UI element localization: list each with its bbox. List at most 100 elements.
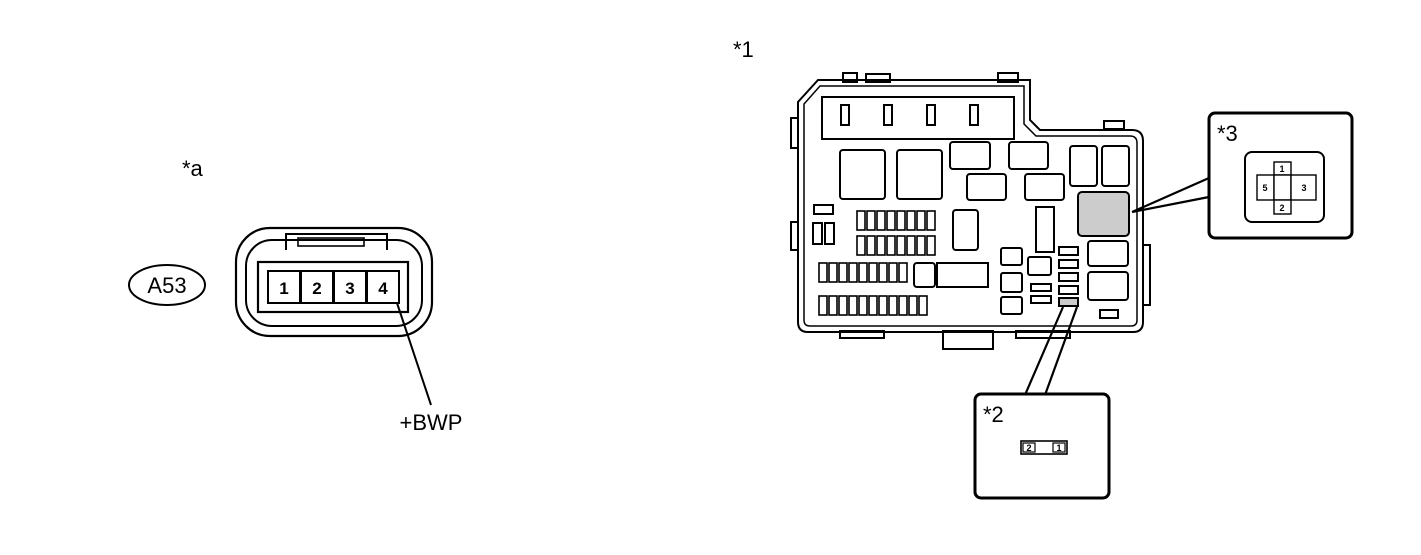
mini-fuse [888,262,898,283]
callout-3-pin-cell [1273,199,1292,215]
mini-fuse [926,210,936,231]
block-tab [842,72,858,83]
mini-fuse [876,235,886,256]
relay [966,173,1007,201]
mini-fuse [858,262,868,283]
relay [1087,240,1129,267]
block-housing-inner [803,85,1138,327]
fuse-slot [926,104,936,126]
relay-highlight-3 [1077,191,1130,237]
mini-fuse [916,235,926,256]
fuse-small [1058,246,1079,256]
block-tab [1103,120,1125,130]
mini-fuse [888,295,898,316]
mini-fuse [818,295,828,316]
relay [1024,173,1065,201]
mini-fuse [906,235,916,256]
pin-1-cell [267,270,301,304]
wire-label: +BWP [400,410,463,435]
callout-2: 2 1 *2 [973,306,1111,500]
connector-latch [285,233,388,250]
relay [1069,145,1098,187]
relay [913,262,936,288]
pin-3-label: 3 [345,279,354,298]
mini-fuse [838,262,848,283]
mini-fuse [828,295,838,316]
callout-3: 1 5 3 2 *3 [1131,111,1354,240]
mini-fuse [848,262,858,283]
pin-2-label: 2 [312,279,321,298]
relay [936,262,989,288]
block-tab [1142,244,1151,306]
mini-fuse [866,235,876,256]
mini-fuse [896,210,906,231]
mini-fuse [876,210,886,231]
callout-3-pin-3: 3 [1301,183,1306,193]
fuse-small [1030,295,1052,304]
block-tab [790,221,799,251]
mini-fuse [856,210,866,231]
fuse-small [1058,259,1079,269]
mini-fuse [878,295,888,316]
mini-fuse [838,295,848,316]
callout-2-pin-cell [1022,442,1036,453]
callout-2-pin-1: 1 [1056,443,1061,453]
callout-3-connector [1244,151,1325,223]
mini-fuse [916,210,926,231]
block-tab [865,73,891,83]
fuse-small [1027,256,1052,276]
callout-3-leader [1131,176,1210,214]
fuse-slot [840,104,850,126]
connector-code-label: A53 [147,273,186,298]
mini-fuse [886,210,896,231]
mini-fuse [896,235,906,256]
mini-fuse [906,210,916,231]
block-housing [797,79,1144,333]
pin-1-label: 1 [279,279,288,298]
fuse-small [1030,283,1052,292]
fuse-small [813,204,834,215]
connector-inner-shell [245,239,423,327]
callout-3-pin-2: 2 [1279,203,1284,213]
relay [952,209,979,251]
callout-3-pin-5: 5 [1262,183,1267,193]
callout-2-pin-cell [1052,442,1066,453]
block-tab [942,330,994,350]
fuse-strip [821,96,1015,140]
relay [896,149,943,200]
fuse-small [1000,247,1023,266]
relay-block-ref: *1 [733,37,754,62]
fuse-small [1058,272,1079,282]
mini-fuse [908,295,918,316]
mini-fuse [898,295,908,316]
callout-2-ref: *2 [983,402,1004,427]
fuse-mini [812,222,823,245]
fuse-small [1000,296,1023,315]
mini-fuse [926,235,936,256]
fuse-large [1035,206,1055,253]
relay-block [790,72,1151,350]
block-tab [790,117,799,149]
mini-fuse [856,235,866,256]
callout-2-pin-2: 2 [1026,443,1031,453]
wire-leader-line [396,302,432,406]
relay [949,141,991,170]
connector-a53: 1 2 3 4 [234,226,434,338]
mini-fuse [848,295,858,316]
callout-3-pin-cell [1273,174,1292,201]
fuse-small [1000,272,1023,293]
connector-a-ref: *a [182,156,204,181]
pin-4-label: 4 [378,279,388,298]
mini-fuse [866,210,876,231]
relay [1087,271,1129,301]
relay [1008,141,1049,170]
callout-2-leader [1023,306,1079,396]
mini-fuse-array [818,210,936,316]
connector-latch-tab [297,237,365,247]
relay [1101,145,1130,187]
pin-4-cell [366,270,400,304]
mini-fuse [886,235,896,256]
mini-fuse [868,295,878,316]
relay [839,149,886,200]
